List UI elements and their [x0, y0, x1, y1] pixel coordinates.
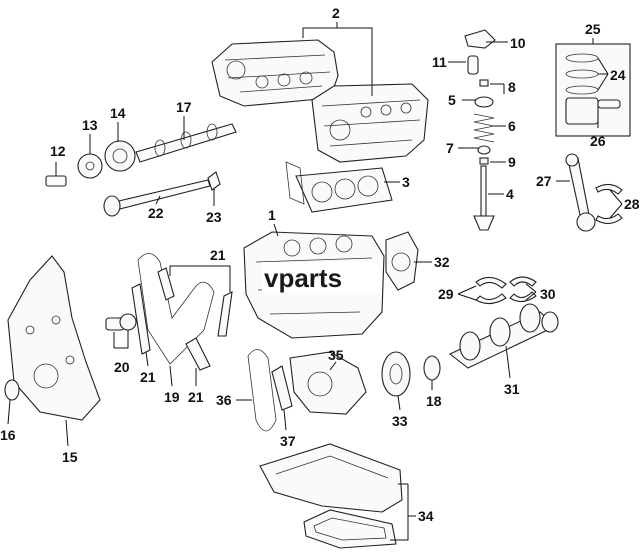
cam-adjuster [104, 140, 136, 172]
cylinder-head-left [211, 39, 339, 107]
valve-spring [473, 113, 495, 143]
callout-8: 8 [508, 79, 516, 95]
crank-sprocket [423, 355, 441, 381]
connecting-rod [565, 153, 596, 232]
callout-31: 31 [504, 381, 520, 397]
bolt [45, 175, 67, 187]
callout-2: 2 [332, 5, 340, 21]
callout-12: 12 [50, 143, 66, 159]
crank-pulley [381, 351, 411, 397]
main-bearings-upper [475, 276, 507, 305]
chain-guide-pump [271, 365, 293, 411]
callout-21-lower: 21 [188, 389, 204, 405]
callout-28: 28 [624, 196, 640, 212]
cam-sprocket-washer [77, 153, 103, 179]
piston-kit-box [555, 43, 631, 137]
callout-1: 1 [268, 207, 276, 223]
callout-5: 5 [448, 92, 456, 108]
callout-35: 35 [328, 347, 344, 363]
spring-retainer [474, 96, 494, 108]
main-bearings-lower [509, 276, 537, 303]
callout-26: 26 [590, 133, 606, 149]
callout-4: 4 [506, 186, 514, 202]
callout-37: 37 [280, 433, 296, 449]
callout-15: 15 [62, 449, 78, 465]
valve-keeper [479, 79, 489, 165]
callout-22: 22 [148, 205, 164, 221]
sensor-bracket [207, 171, 221, 191]
callout-labels: 2 10 11 8 5 6 7 9 4 25 24 26 27 28 12 13… [0, 5, 640, 524]
cylinder-head-right [311, 83, 429, 163]
chain-tensioner [105, 313, 137, 331]
oil-pump-chain [247, 349, 277, 432]
balance-shaft [103, 179, 211, 217]
valve [473, 165, 495, 231]
callout-16: 16 [0, 427, 16, 443]
callout-29: 29 [438, 286, 454, 302]
chain-guides [131, 267, 233, 371]
callout-25: 25 [585, 21, 601, 37]
callout-32: 32 [434, 254, 450, 270]
callout-21-left: 21 [140, 369, 156, 385]
callout-19: 19 [164, 389, 180, 405]
callout-13: 13 [82, 117, 98, 133]
callout-30: 30 [540, 286, 556, 302]
callout-17: 17 [176, 99, 192, 115]
camshaft [135, 123, 237, 163]
rod-bearings [595, 183, 623, 225]
callout-3: 3 [402, 174, 410, 190]
callout-34: 34 [418, 508, 434, 524]
head-gasket [285, 161, 393, 213]
watermark-text: vparts [264, 263, 342, 293]
callout-21-top: 21 [210, 247, 226, 263]
watermark: vparts [262, 262, 382, 293]
lash-adjuster [467, 55, 479, 75]
callout-20: 20 [114, 359, 130, 375]
rocker-arm [464, 29, 496, 49]
callout-23: 23 [206, 209, 222, 225]
oil-pan-gasket [303, 509, 397, 549]
oil-pump [289, 351, 367, 415]
callout-6: 6 [508, 118, 516, 134]
callout-10: 10 [510, 35, 526, 51]
callout-24: 24 [610, 67, 626, 83]
callout-18: 18 [426, 393, 442, 409]
oil-pan [259, 443, 403, 513]
leader-lines [7, 22, 623, 541]
callout-7: 7 [446, 140, 454, 156]
callout-14: 14 [110, 105, 126, 121]
callout-36: 36 [216, 392, 232, 408]
valve-seal [477, 145, 491, 155]
callout-27: 27 [536, 173, 552, 189]
callout-11: 11 [432, 54, 447, 70]
timing-chain [137, 253, 215, 365]
callout-33: 33 [392, 413, 408, 429]
crankshaft [448, 303, 559, 369]
callout-9: 9 [508, 154, 516, 170]
timing-cover [7, 255, 101, 421]
front-seal [4, 379, 20, 401]
rear-seal-cover [385, 231, 419, 291]
